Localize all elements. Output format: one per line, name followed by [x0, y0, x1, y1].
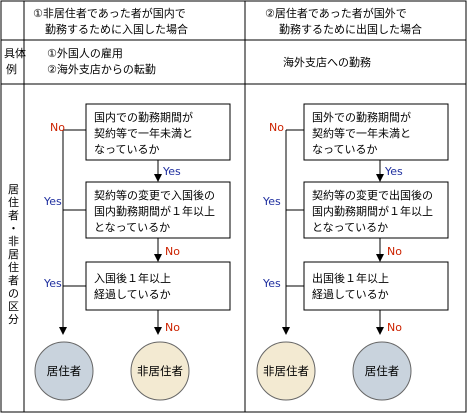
left-q2-no-label: No — [165, 245, 180, 258]
right-q2-yes-label: Yes — [262, 195, 281, 208]
section-label: 居 住 者 ・ 非 居 住 者 の 区 分 — [8, 183, 19, 326]
left-result-nonresident-label: 非居住者 — [137, 364, 183, 378]
right-q3-yes-label: Yes — [262, 277, 281, 290]
right-q3-text: 出国後１年以上 経過しているか — [312, 271, 393, 301]
header-right: ②居住者であった者が国外で 勤務するために出国した場合 — [265, 6, 422, 36]
svg-text:住: 住 — [8, 260, 19, 274]
right-flow: 国外での勤務期間が 契約等で一年未満と なっているか 契約等の変更で出国後の 国… — [256, 103, 449, 401]
left-result-resident — [34, 341, 94, 401]
left-q1-yes-label: Yes — [162, 165, 181, 178]
svg-text:居: 居 — [8, 248, 19, 261]
right-q3-box — [303, 261, 449, 311]
left-q1-text: 国内での勤務期間が 契約等で一年未満と なっているか — [94, 110, 197, 156]
right-q1-box — [303, 103, 449, 161]
right-q1-text: 国外での勤務期間が 契約等で一年未満と なっているか — [312, 110, 415, 156]
svg-text:住: 住 — [8, 195, 19, 209]
left-q2-box — [85, 181, 231, 239]
svg-text:区: 区 — [8, 300, 19, 313]
right-result-resident-label: 居住者 — [365, 364, 400, 378]
right-q1-no-label: No — [269, 121, 284, 134]
left-q1-box — [85, 103, 231, 161]
right-result-resident — [352, 341, 412, 401]
svg-text:分: 分 — [8, 313, 19, 326]
left-q2-text: 契約等の変更で入国後の 国内勤務期間が１年以上 となっているか — [94, 188, 219, 234]
svg-text:居: 居 — [8, 183, 19, 196]
example-left: ①外国人の雇用 ②海外支店からの転勤 — [47, 46, 156, 76]
header-left: ①非居住者であった者が国内で 勤務するために入国した場合 — [33, 6, 189, 36]
right-q2-no-label: No — [387, 245, 402, 258]
left-q3-text: 入国後１年以上 経過しているか — [94, 271, 175, 301]
right-q1-yes-label: Yes — [384, 165, 403, 178]
example-right: 海外支店への勤務 — [283, 55, 371, 69]
left-q3-yes-label: Yes — [43, 277, 62, 290]
svg-text:の: の — [8, 287, 19, 300]
right-q3-no-label: No — [387, 321, 402, 334]
left-result-nonresident — [130, 341, 190, 401]
svg-text:・: ・ — [8, 222, 19, 235]
left-q3-no-label: No — [165, 321, 180, 334]
svg-text:者: 者 — [8, 209, 19, 222]
svg-text:者: 者 — [8, 274, 19, 287]
right-result-nonresident-label: 非居住者 — [263, 364, 309, 378]
right-q2-text: 契約等の変更で出国後の 国内勤務期間が１年以上 となっているか — [312, 188, 437, 234]
right-result-nonresident — [256, 341, 316, 401]
example-label: 具体 例 — [4, 46, 30, 76]
right-q2-box — [303, 181, 449, 239]
left-result-resident-label: 居住者 — [47, 364, 82, 378]
left-flow: 国内での勤務期間が 契約等で一年未満と なっているか 契約等の変更で入国後の 国… — [34, 103, 231, 401]
svg-text:非: 非 — [8, 235, 19, 248]
left-q1-no-label: No — [50, 121, 65, 134]
left-q3-box — [85, 261, 231, 311]
left-q2-yes-label: Yes — [43, 195, 62, 208]
